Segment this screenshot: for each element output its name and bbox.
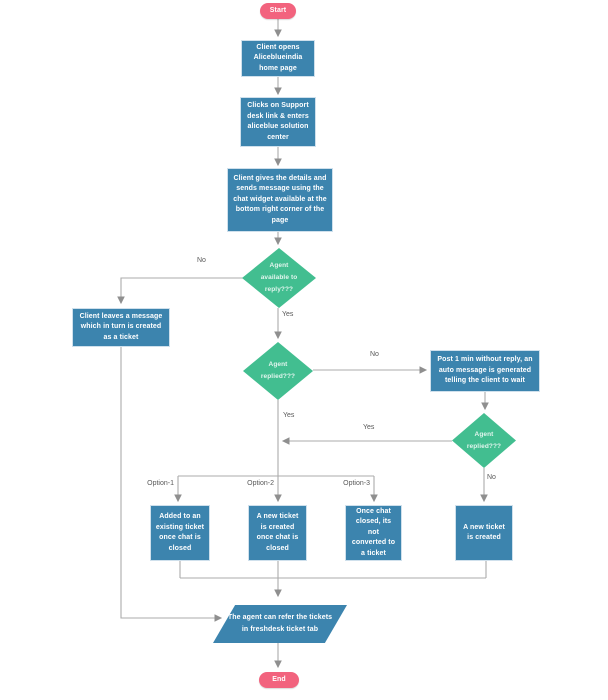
process-client-opens-homepage: Client opens Aliceblueindia home page	[241, 40, 315, 77]
edge-label-option-1: Option-1	[147, 480, 174, 487]
edge-label-option-3: Option-3	[343, 480, 370, 487]
io-refer-freshdesk-tab: The agent can refer the tickets in fresh…	[213, 605, 347, 643]
process-option1-existing-ticket: Added to an existing ticket once chat is…	[150, 505, 210, 561]
decision-agent-available-label: Agent available to reply???	[260, 262, 298, 293]
decision-agent-replied-1-label: Agent replied???	[260, 361, 296, 380]
process-auto-message: Post 1 min without reply, an auto messag…	[430, 350, 540, 392]
process-clicks-support-desk: Clicks on Support desk link & enters ali…	[240, 97, 316, 147]
edge-label-yes-replied1: Yes	[283, 412, 295, 419]
start-terminator: Start	[260, 3, 296, 19]
process-client-leaves-message: Client leaves a message which in turn is…	[72, 308, 170, 347]
end-terminator: End	[259, 672, 299, 688]
decision-agent-replied-2-label: Agent replied???	[466, 430, 502, 450]
edge-label-no-available: No	[197, 257, 206, 264]
process-new-ticket-created: A new ticket is created	[455, 505, 513, 561]
process-client-gives-details: Client gives the details and sends messa…	[227, 168, 333, 232]
edge-label-no-replied1: No	[370, 351, 379, 358]
process-option2-new-ticket: A new ticket is created once chat is clo…	[248, 505, 307, 561]
process-option3-not-converted: Once chat closed, its not converted to a…	[345, 505, 402, 561]
edge-label-option-2: Option-2	[247, 480, 274, 487]
edge-label-yes-available: Yes	[282, 311, 294, 318]
edge-label-yes-replied2: Yes	[363, 424, 375, 431]
edge-label-no-replied2: No	[487, 474, 496, 481]
